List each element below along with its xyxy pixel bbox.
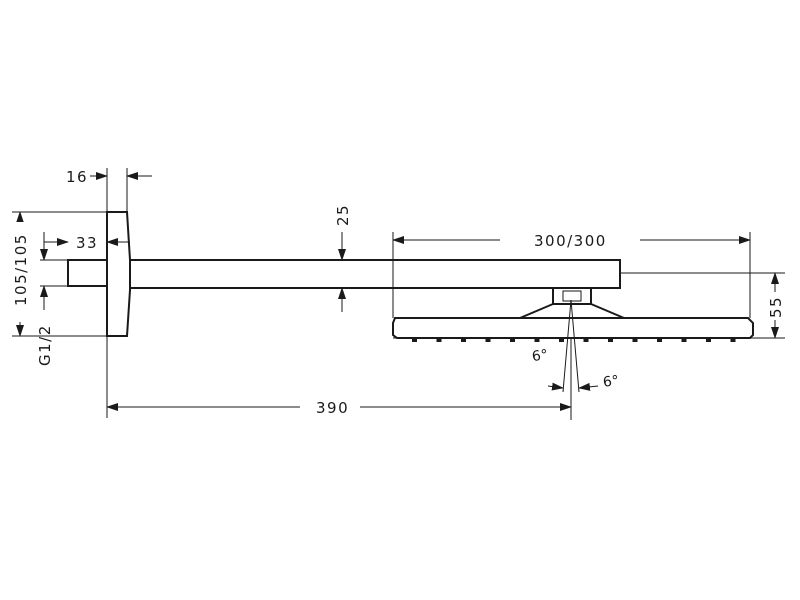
dim-arm-length: 390: [106, 338, 572, 420]
nozzle-row: [412, 338, 736, 342]
dim-head-height: 55: [767, 272, 785, 339]
nozzle: [559, 338, 564, 342]
nozzle: [510, 338, 515, 342]
dim-label-tilt-left: 6°: [531, 347, 549, 365]
nozzle: [706, 338, 711, 342]
nozzle: [730, 338, 736, 342]
dim-arm-height: 25: [334, 204, 352, 312]
dim-label-390: 390: [316, 399, 349, 417]
dim-connection-offset: 33: [40, 232, 130, 310]
nozzle: [534, 338, 540, 342]
dim-flange-thickness: 16: [66, 168, 152, 186]
nozzle: [461, 338, 466, 342]
nozzle: [632, 338, 638, 342]
nozzle: [436, 338, 442, 342]
nozzle: [412, 338, 417, 342]
dim-flange-height: 105/105: [12, 211, 107, 337]
shower-arm: [130, 259, 785, 289]
dim-label-25: 25: [334, 204, 352, 226]
nozzle: [583, 338, 589, 342]
dim-label-33: 33: [76, 234, 98, 252]
dim-label-105: 105/105: [12, 233, 30, 306]
dim-tilt-angles: 6° 6°: [531, 299, 620, 393]
nozzle: [681, 338, 687, 342]
dim-label-thread: G1/2: [36, 324, 54, 366]
thread-connector: [40, 259, 108, 287]
dim-label-55: 55: [767, 296, 785, 318]
dim-label-300: 300/300: [534, 232, 607, 250]
nozzle: [657, 338, 662, 342]
dim-label-16: 16: [66, 168, 88, 186]
nozzle: [608, 338, 613, 342]
shower-head: [392, 287, 785, 342]
dim-head-size: 300/300: [392, 232, 751, 318]
dim-label-tilt-right: 6°: [602, 373, 620, 391]
wall-flange: [106, 168, 131, 418]
nozzle: [485, 338, 491, 342]
